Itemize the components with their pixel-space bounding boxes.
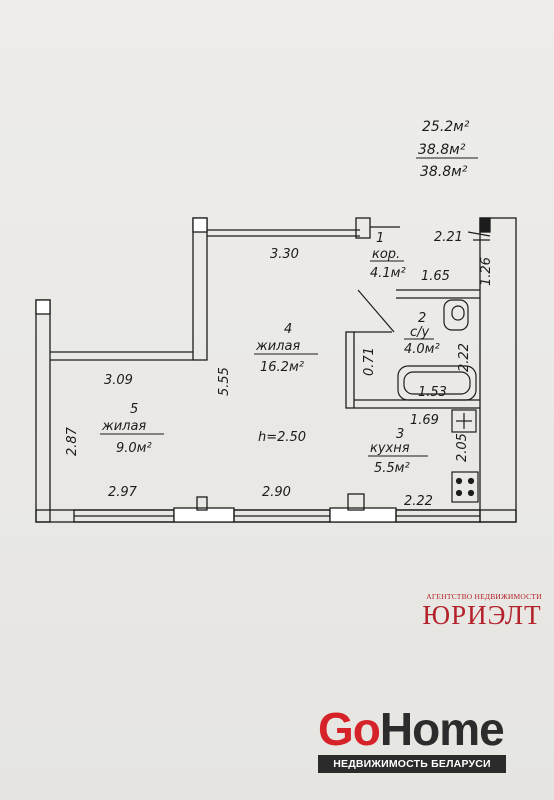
partition-wall-4-5 — [192, 217, 208, 361]
dimension-labels: 3.30 2.21 1.65 3.09 1.53 1.69 2.97 2.90 … — [65, 230, 494, 509]
fixtures — [357, 231, 491, 503]
room1-area: 4.1м² — [370, 266, 406, 281]
toilet-icon — [443, 299, 469, 331]
dim-2-87: 2.87 — [65, 426, 80, 456]
living-area-label: 25.2м² — [422, 119, 470, 135]
dim-1-69: 1.69 — [410, 413, 439, 428]
left-corner-post — [35, 299, 51, 315]
room3-name: кухня — [370, 441, 410, 456]
walls — [35, 217, 517, 523]
agency-name: ЮРИЭЛТ — [422, 600, 542, 630]
dim-2-05: 2.05 — [455, 433, 470, 462]
sink-icon — [451, 409, 477, 433]
dim-1-53: 1.53 — [418, 385, 447, 400]
dim-3-30: 3.30 — [270, 247, 299, 262]
toilet-bowl-icon — [451, 305, 465, 321]
room5-number: 5 — [130, 402, 138, 417]
agency-tagline: АГЕНТСТВО НЕДВИЖИМОСТИ — [426, 592, 542, 601]
corner-post — [479, 217, 491, 233]
room4-area: 16.2м² — [260, 360, 304, 375]
dim-5-55: 5.55 — [217, 367, 232, 396]
dim-2-90: 2.90 — [262, 485, 291, 500]
corner-post-left — [192, 217, 208, 233]
bath-left-wall — [345, 331, 355, 409]
left-outer-wall — [35, 299, 51, 523]
room5-area: 9.0м² — [116, 441, 152, 456]
bathtub-inner-icon — [403, 371, 471, 395]
dim-2-21: 2.21 — [434, 230, 463, 245]
room2-number: 2 — [418, 311, 426, 326]
gohome-go: Go — [318, 703, 381, 755]
room5-name: жилая — [101, 419, 146, 434]
room2-name: с/у — [410, 325, 430, 340]
bottom-post-1 — [196, 496, 208, 511]
dim-0-71: 0.71 — [362, 347, 377, 376]
dim-1-26: 1.26 — [479, 257, 494, 286]
gohome-logo: GoHome НЕДВИЖИМОСТЬ БЕЛАРУСИ — [318, 704, 508, 774]
dim-1-65: 1.65 — [421, 269, 450, 284]
room3-area: 5.5м² — [374, 461, 410, 476]
room1-number: 1 — [376, 231, 384, 246]
room4-number: 4 — [284, 322, 292, 337]
room4-name: жилая — [255, 339, 300, 354]
total-area-label-2: 38.8м² — [420, 164, 468, 180]
dim-2-22-v: 2.22 — [457, 343, 472, 372]
top-wall-post — [355, 217, 371, 239]
room1-name: кор. — [372, 247, 400, 262]
room3-number: 3 — [396, 427, 404, 442]
dim-2-97: 2.97 — [108, 485, 138, 500]
gohome-home: Home — [379, 703, 505, 755]
dim-3-09: 3.09 — [104, 373, 133, 388]
bottom-post-2 — [347, 493, 365, 511]
room2-area: 4.0м² — [404, 342, 440, 357]
door-swing — [357, 289, 395, 333]
dim-2-22-h: 2.22 — [404, 494, 433, 509]
room-labels: 1 кор. 4.1м² 2 с/у 4.0м² 3 кухня 5.5м² 4… — [100, 231, 440, 476]
gohome-wordmark: GoHome — [318, 703, 505, 755]
bathtub-icon — [397, 365, 477, 401]
ceiling-height: h=2.50 — [258, 430, 306, 445]
total-area-label: 38.8м² — [418, 142, 466, 158]
gohome-subtitle: НЕДВИЖИМОСТЬ БЕЛАРУСИ — [318, 755, 506, 773]
right-outer-wall — [479, 217, 517, 523]
stove-icon — [451, 471, 479, 503]
